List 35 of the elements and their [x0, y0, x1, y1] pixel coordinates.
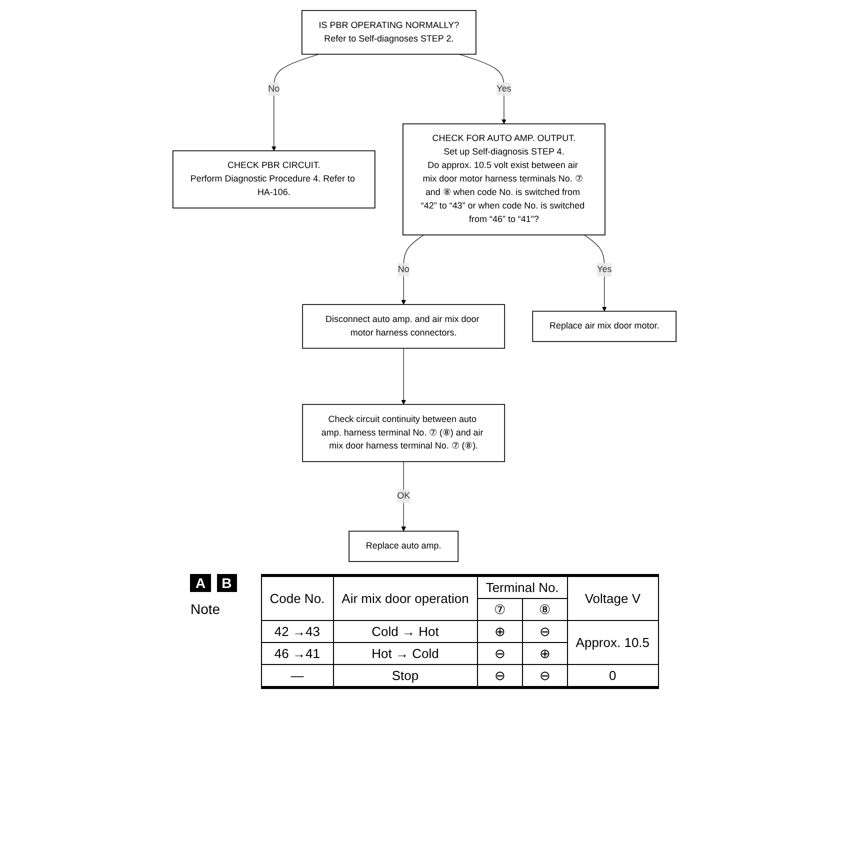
arrow — [401, 348, 406, 405]
step-marker: A — [190, 574, 211, 592]
node-box: IS PBR OPERATING NORMALLY? Refer to Self-diagnoses STEP 2. — [302, 10, 476, 55]
step-marker: B — [216, 574, 237, 592]
table-cell: 46 →41 — [261, 642, 334, 664]
table-cell: Terminal No. — [477, 576, 568, 598]
arrow — [584, 234, 607, 312]
table-cell: 42 →43 — [261, 620, 334, 642]
table-cell: ⊖ — [477, 642, 522, 664]
arrow — [401, 234, 424, 305]
node-box: CHECK FOR AUTO AMP. OUTPUT. Set up Self-diagnosis STEP 4. Do approx. 10.5 volt exist between air mix door motor harness terminals No. ⑦ and ⑧ when code No. is switched from “42” to “43” or when code No. is switched from “46” to “41”? — [402, 123, 606, 236]
table-cell: Approx. 10.5 — [567, 620, 658, 664]
table-cell: ⊖ — [522, 620, 568, 642]
edge-label: Yes — [597, 264, 612, 274]
arrow — [271, 54, 320, 151]
node-box: Replace air mix door motor. — [532, 310, 676, 342]
table-cell: Hot → Cold — [333, 642, 478, 664]
edge-label: Yes — [496, 84, 512, 94]
table-cell: Voltage V — [567, 576, 658, 620]
node-box: CHECK PBR CIRCUIT. Perform Diagnostic Procedure 4. Refer to HA-106. — [172, 150, 376, 208]
edge-label: No — [268, 84, 280, 94]
edge-label: OK — [397, 491, 410, 501]
arrow — [458, 54, 506, 124]
table-cell: Code No. — [261, 576, 334, 620]
note-text: Note — [190, 601, 222, 617]
node-box: Check circuit continuity between auto amp. harness terminal No. ⑦ (⑧) and air mix door harness terminal No. ⑦ (⑧). — [302, 404, 505, 462]
table-cell: ⊕ — [477, 620, 522, 642]
table-cell: — — [261, 664, 334, 688]
edge-label: No — [398, 264, 410, 274]
table-cell: Air mix door operation — [333, 576, 478, 620]
node-box: Replace auto amp. — [348, 530, 459, 562]
table-cell: Cold → Hot — [333, 620, 478, 642]
arrow — [401, 461, 406, 532]
table-cell: ⑦ — [477, 598, 522, 620]
node-box: Disconnect auto amp. and air mix door motor harness connectors. — [302, 304, 505, 349]
